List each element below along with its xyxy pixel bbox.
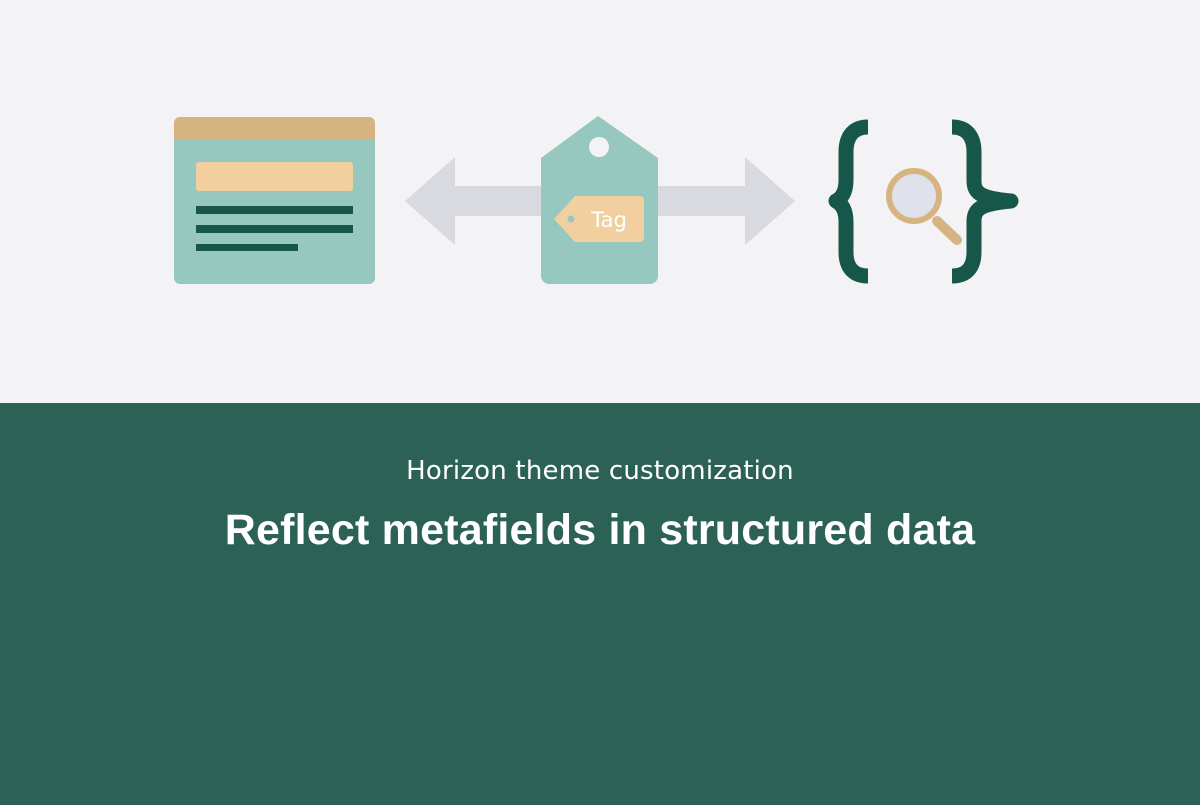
page-title: Reflect metafields in structured data: [224, 506, 976, 554]
curly-braces-icon: [828, 119, 1019, 284]
tag-icon: Tag: [541, 116, 658, 284]
title-panel: [0, 403, 1200, 805]
web-page-icon: [174, 117, 375, 284]
tag-label: Tag: [590, 208, 627, 232]
page-subtitle: Horizon theme customization: [406, 456, 794, 486]
magnifier-icon: [886, 168, 962, 245]
illustration: Tag: [174, 116, 1019, 284]
illustration-panel: Tag: [174, 116, 1019, 284]
